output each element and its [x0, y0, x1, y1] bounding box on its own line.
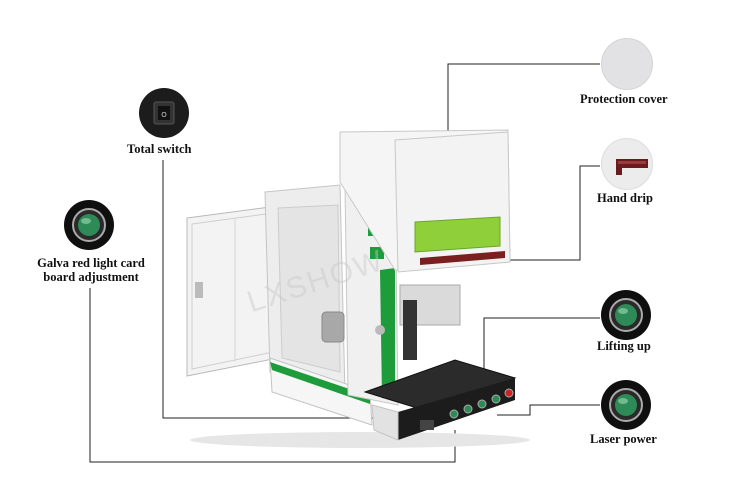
- protection-cover-thumb: [601, 38, 653, 90]
- hand-drip-line: [505, 165, 600, 261]
- galva-line: [89, 288, 456, 463]
- handle-icon: [616, 159, 648, 175]
- lifting-up-line: [483, 317, 600, 410]
- hand-drip-label: Hand drip: [597, 191, 653, 205]
- svg-text:O: O: [161, 111, 167, 119]
- protection-cover-line: [447, 63, 600, 172]
- knob-icon: [609, 388, 643, 422]
- laser-power-thumb: [601, 380, 651, 430]
- galva-label-line1: Galva red light card: [37, 256, 145, 270]
- laser-power-label: Laser power: [590, 432, 657, 446]
- hand-drip-thumb: [601, 138, 653, 190]
- laser-power-line: [497, 404, 600, 416]
- lifting-up-label: Lifting up: [597, 339, 651, 353]
- protection-cover-label: Protection cover: [580, 92, 668, 106]
- knob-icon: [72, 208, 106, 242]
- total-switch-thumb: O: [139, 88, 189, 138]
- knob-icon: [609, 298, 643, 332]
- galva-adjust-thumb: [64, 200, 114, 250]
- switch-icon: O: [153, 101, 175, 125]
- lifting-up-thumb: [601, 290, 651, 340]
- galva-label-line2: board adjustment: [43, 270, 139, 284]
- total-switch-label: Total switch: [127, 142, 192, 156]
- galva-label: Galva red light card board adjustment: [32, 256, 150, 284]
